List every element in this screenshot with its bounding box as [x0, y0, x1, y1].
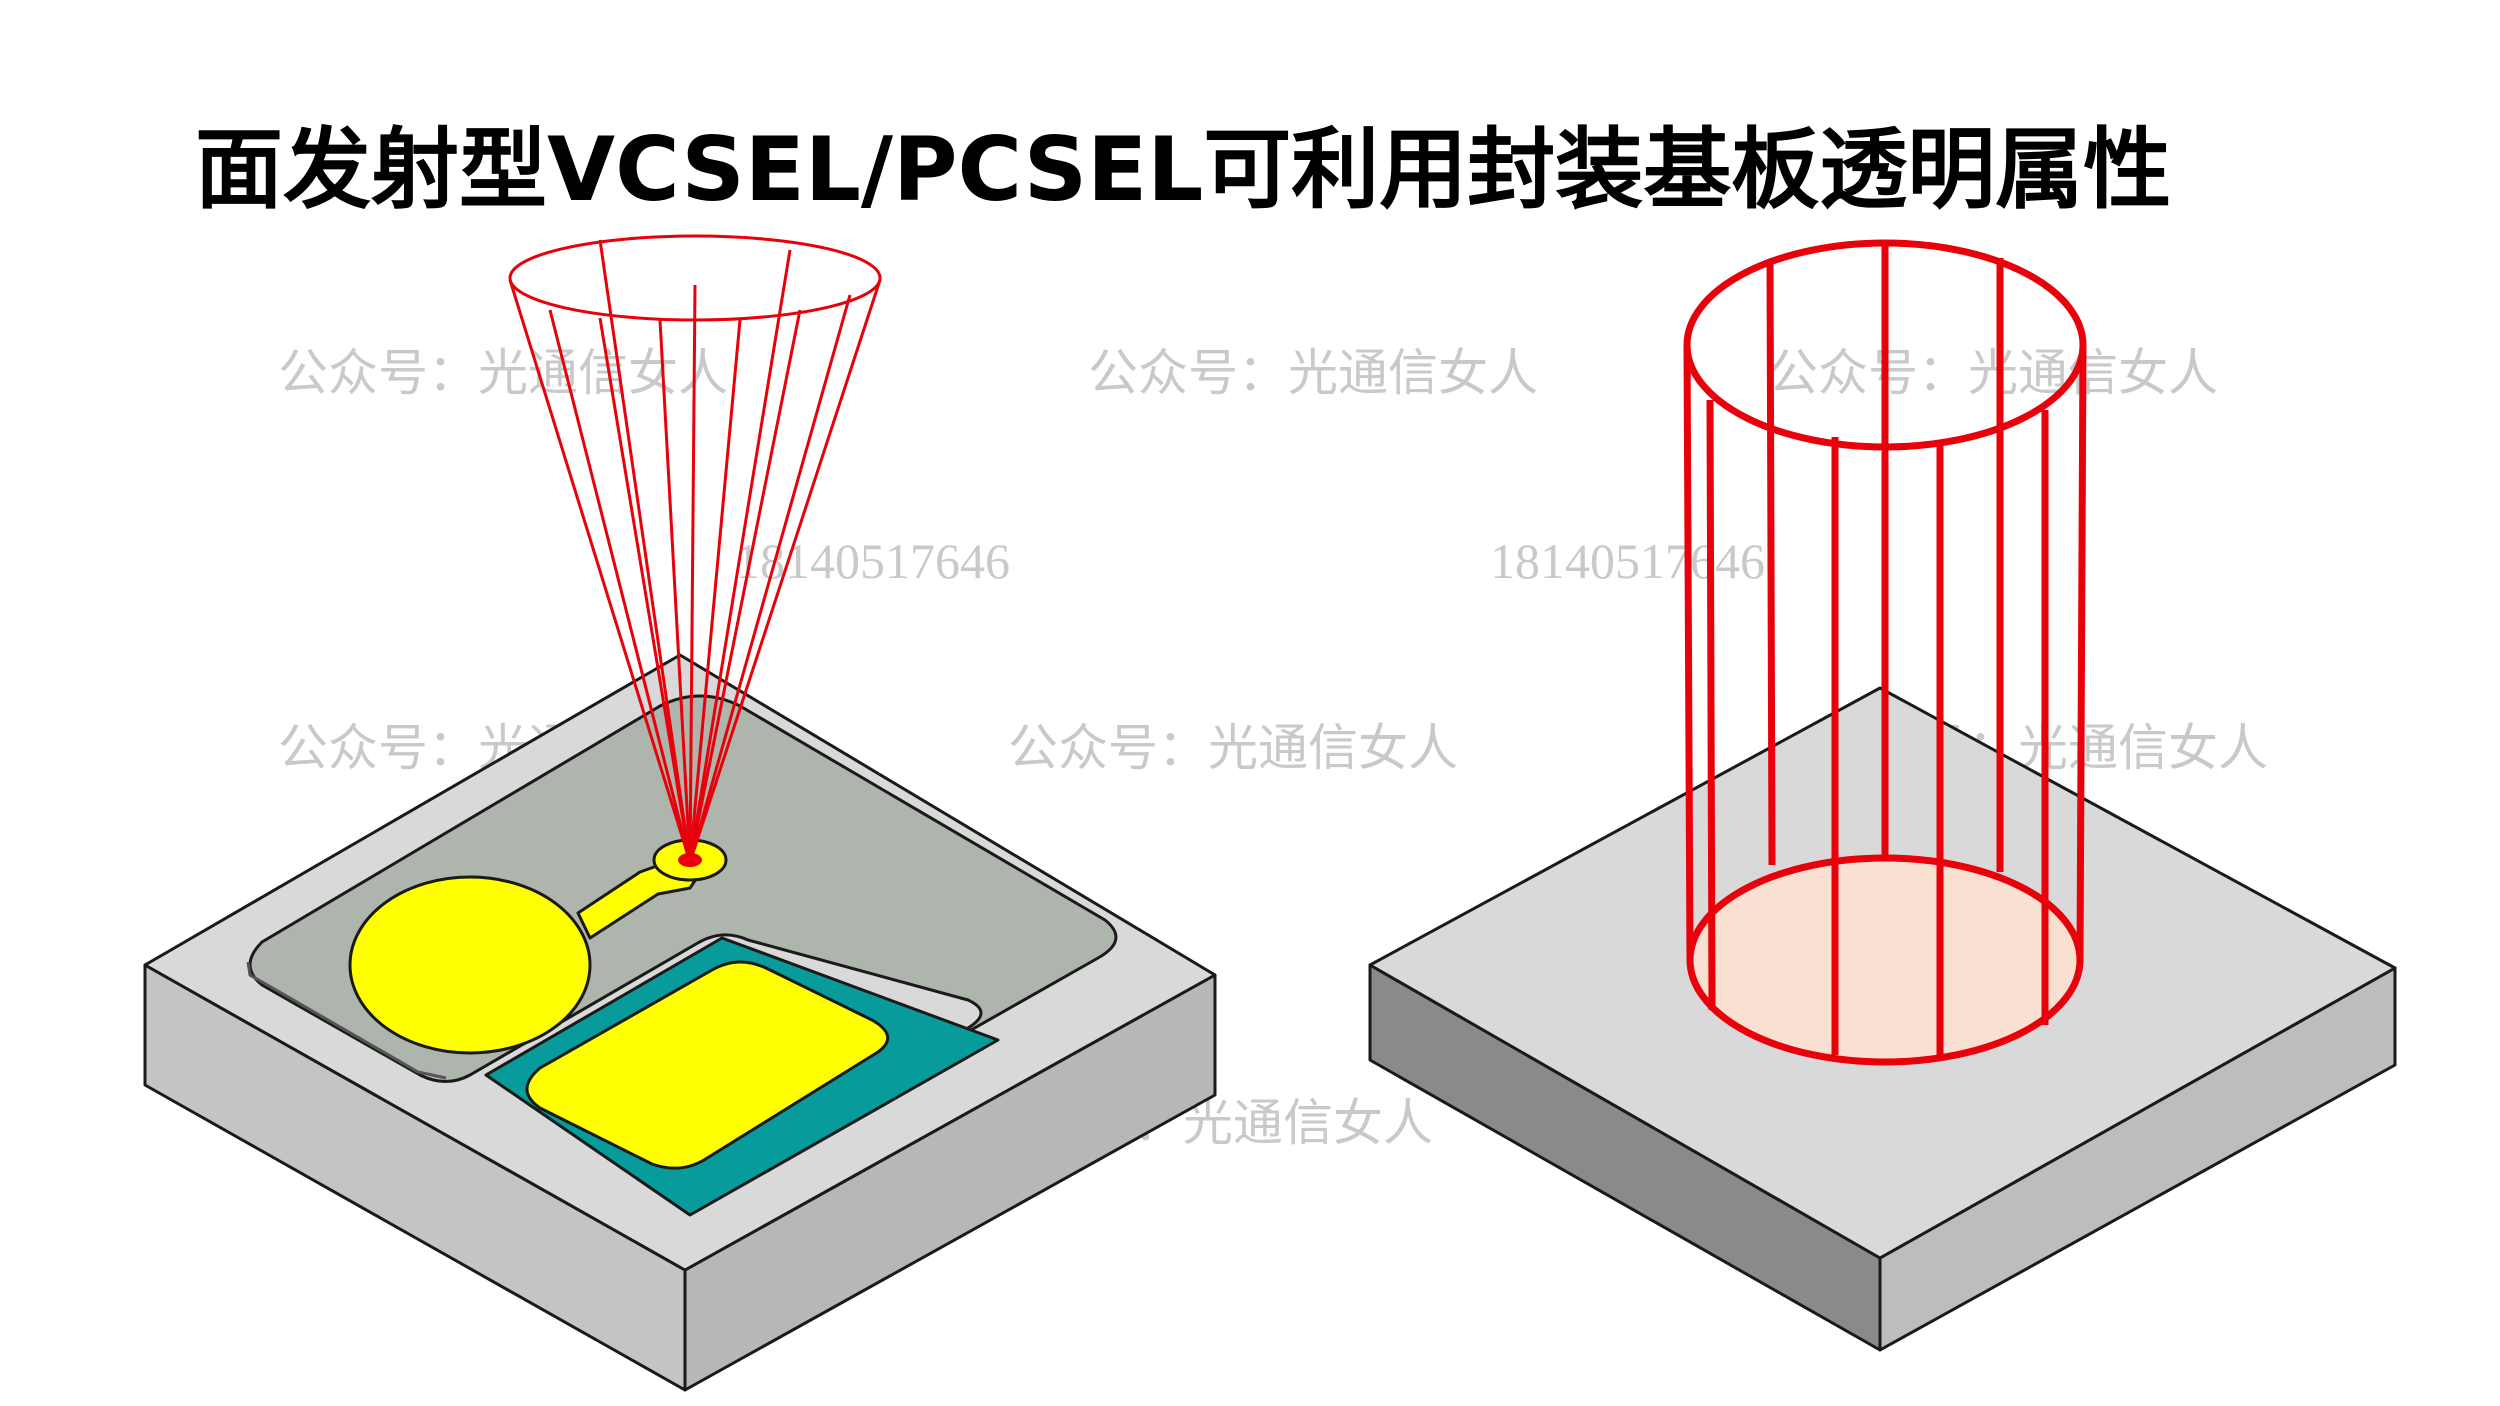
beam-ray	[688, 249, 792, 863]
cylinder-line	[1766, 259, 1776, 866]
beam-ray	[508, 279, 692, 863]
beam-ray	[688, 279, 882, 863]
beam-ray	[658, 319, 692, 863]
cylinder-line	[1706, 399, 1716, 1011]
beam-ray	[598, 239, 692, 863]
cylinder-edge	[2076, 344, 2087, 961]
beam-ray	[598, 317, 692, 863]
mesa-edge-shadow	[246, 961, 447, 1080]
collimated-beam	[1683, 239, 2087, 1066]
beam-ray	[688, 294, 852, 863]
diverging-beam	[508, 234, 882, 863]
watermark-text: 公众号：光通信女人	[1008, 719, 1458, 777]
cylinder-edge	[1683, 344, 1694, 961]
watermark-text: 公众号：光通信女人	[1768, 344, 2218, 402]
page-title: 面发射型VCSEL/PCSEL可利用封装基板透明属性	[195, 118, 2171, 221]
beam-ray	[688, 309, 802, 863]
watermark-text: 公众号：光通信女人	[278, 344, 728, 402]
round-pad	[348, 875, 592, 1055]
watermark-number: 18140517646	[1490, 533, 1765, 589]
beam-ray	[548, 309, 692, 863]
vcsel-chip	[143, 653, 1217, 1392]
square-pad	[525, 960, 889, 1170]
beam-ray	[688, 319, 742, 863]
beam-ray	[688, 284, 697, 863]
watermark-text: 公众号：光通信女人	[1088, 344, 1538, 402]
emission-spot	[1690, 858, 2080, 1062]
pcsel-chip	[1368, 686, 2397, 1352]
